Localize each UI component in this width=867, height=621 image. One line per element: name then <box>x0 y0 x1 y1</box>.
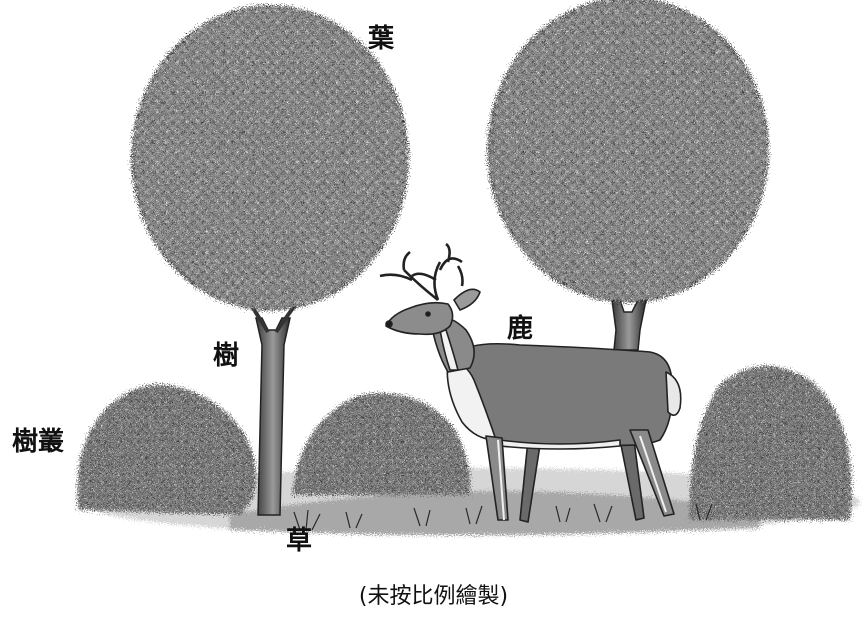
grass <box>293 503 713 531</box>
label-grass: 草 <box>286 526 313 556</box>
left-tree <box>131 5 409 516</box>
label-shrub: 樹叢 <box>12 427 65 457</box>
label-leaf: 葉 <box>368 24 395 54</box>
label-tree: 樹 <box>213 341 240 371</box>
deer <box>379 242 682 523</box>
shrubs <box>77 366 852 520</box>
right-tree <box>487 0 769 351</box>
label-deer: 鹿 <box>507 314 534 344</box>
caption: (未按比例繪製) <box>358 584 509 609</box>
